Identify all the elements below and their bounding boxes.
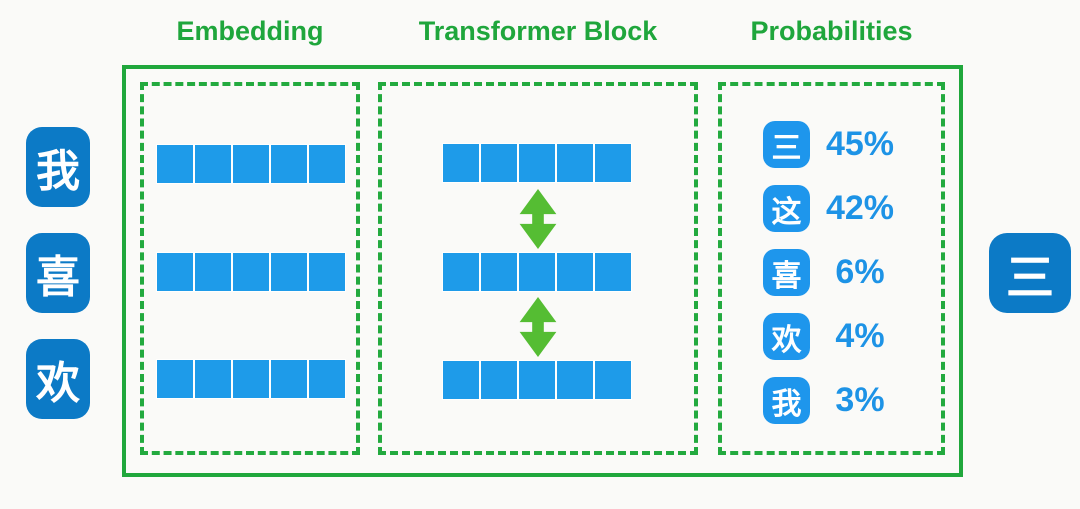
vector-cell [308,252,346,292]
vector-cell [232,252,270,292]
probability-token-chip: 这 [763,185,810,232]
probability-token-chip: 喜 [763,249,810,296]
probability-token-chip: 我 [763,377,810,424]
embedding-panel [140,82,360,455]
vector-cell [556,360,594,400]
input-token: 欢 [26,339,90,419]
embedding-vector-row [156,252,346,292]
vector-cell [308,359,346,399]
probability-percent: 4% [835,317,885,355]
probability-percent: 45% [825,125,895,163]
output-token: 三 [989,233,1071,313]
vector-cell [442,143,480,183]
vector-cell [194,252,232,292]
input-token: 喜 [26,233,90,313]
probability-percent: 3% [835,381,885,419]
vector-cell [232,144,270,184]
transformer-block-header: Transformer Block [418,16,658,46]
probabilities-header: Probabilities [750,16,913,46]
vector-cell [480,360,518,400]
vector-cell [480,252,518,292]
vector-cell [556,252,594,292]
vector-cell [232,359,270,399]
vector-cell [270,252,308,292]
vector-cell [442,360,480,400]
vector-cell [156,359,194,399]
vector-cell [518,143,556,183]
vector-cell [194,359,232,399]
embedding-vector-row [156,359,346,399]
embedding-header: Embedding [176,16,324,46]
transformer-vector-row [442,252,632,292]
probability-percent: 42% [825,189,895,227]
double-arrow-icon [519,297,557,357]
double-arrow-icon [519,189,557,249]
input-token: 我 [26,127,90,207]
vector-cell [270,359,308,399]
vector-cell [594,143,632,183]
vector-cell [594,252,632,292]
embedding-vector-row [156,144,346,184]
model-outer-frame [122,65,963,477]
vector-cell [270,144,308,184]
vector-cell [556,143,594,183]
transformer-vector-row [442,143,632,183]
vector-cell [518,252,556,292]
vector-cell [308,144,346,184]
transformer-vector-row [442,360,632,400]
vector-cell [480,143,518,183]
vector-cell [194,144,232,184]
probability-percent: 6% [835,253,885,291]
vector-cell [156,252,194,292]
vector-cell [518,360,556,400]
transformer-block-panel [378,82,698,455]
probabilities-panel [718,82,945,455]
vector-cell [594,360,632,400]
vector-cell [442,252,480,292]
probability-token-chip: 欢 [763,313,810,360]
probability-token-chip: 三 [763,121,810,168]
vector-cell [156,144,194,184]
